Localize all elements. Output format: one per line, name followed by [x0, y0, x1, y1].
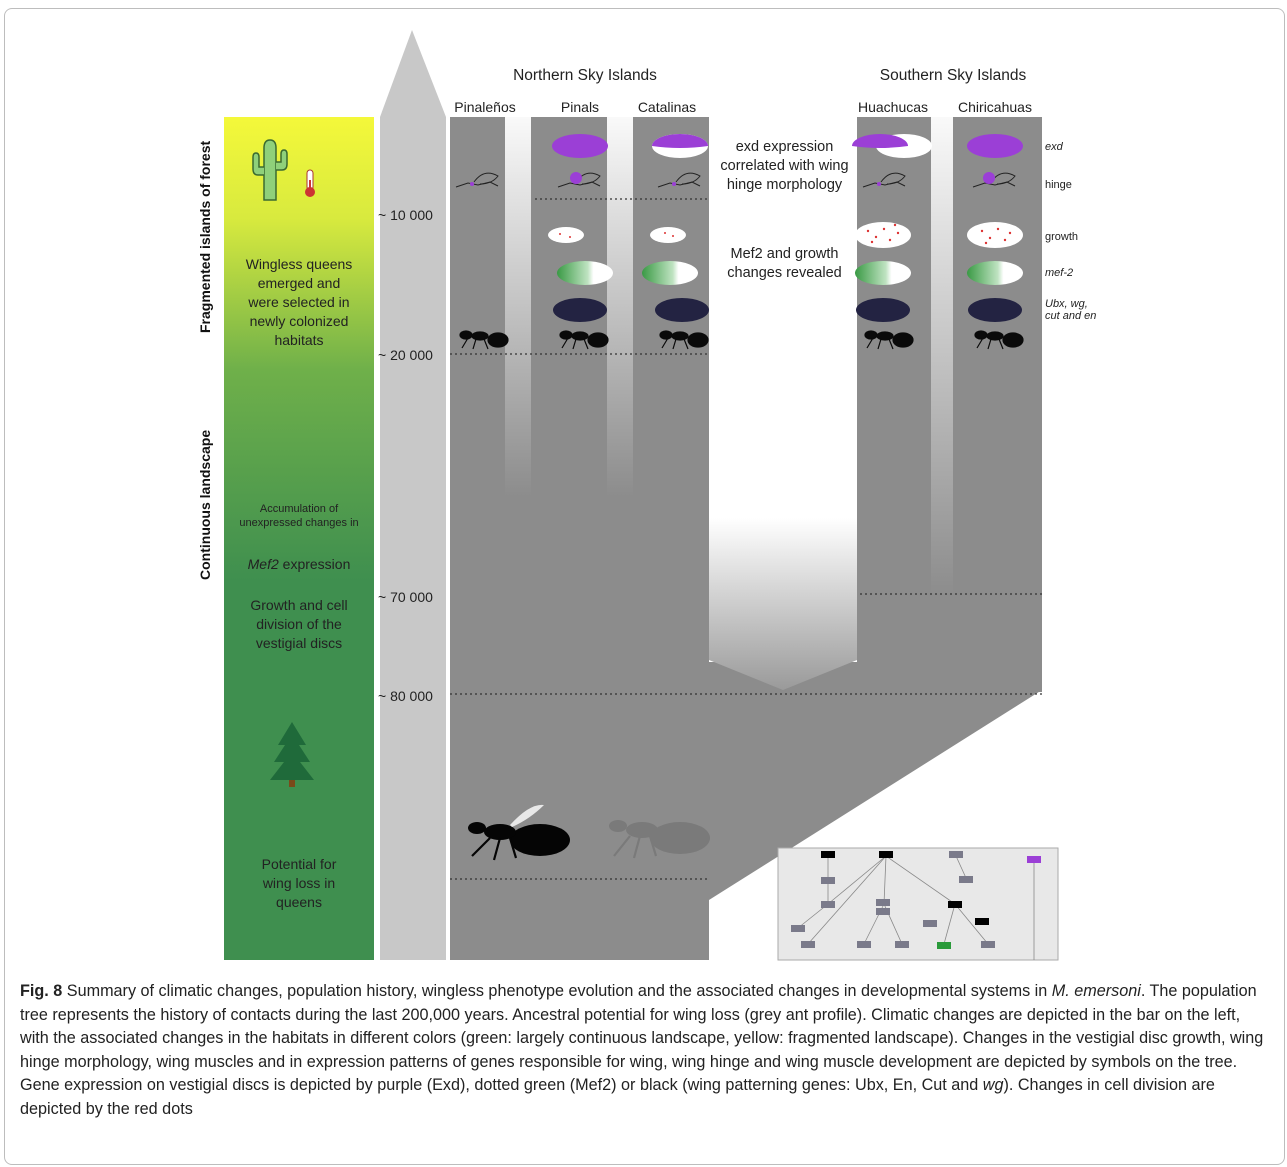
- wingless-line-4: newly colonized: [249, 313, 349, 329]
- mef2-rest: expression: [278, 556, 351, 572]
- potential-line-1: Potential for: [261, 856, 337, 872]
- mef2-discs: [557, 261, 1023, 285]
- winged-ant-icon: [468, 804, 570, 861]
- time-label-80000: ~ 80 000: [378, 688, 433, 704]
- time-label-20000: ~ 20 000: [378, 347, 433, 363]
- caption-text-1: Summary of climatic changes, population …: [62, 982, 1052, 1000]
- wingless-stage-text: Wingless queens emerged and were selecte…: [226, 255, 372, 350]
- population-chiricahuas: Chiricahuas: [958, 99, 1032, 115]
- caption-text-3: ). Changes in cell division are depicted…: [20, 1076, 1215, 1118]
- mef2-expression-text: Mef2 expression: [226, 555, 372, 574]
- population-pinals: Pinals: [560, 99, 600, 115]
- potential-stage-text: Potential for wing loss in queens: [226, 855, 372, 912]
- hinge-ants: [455, 172, 1016, 188]
- branch-gap-3: [931, 117, 953, 597]
- mef2-annotation: Mef2 and growth changes revealed: [712, 245, 857, 283]
- accum-line-2: unexpressed changes in: [239, 517, 359, 529]
- branch-gap-1: [505, 117, 531, 497]
- wingless-line-1: Wingless queens: [245, 256, 353, 272]
- accumulation-text: Accumulation of unexpressed changes in: [224, 502, 374, 530]
- growth-line-2: division of the: [256, 616, 342, 632]
- cactus-icon: [252, 139, 288, 201]
- fragmented-label: Fragmented islands of forest: [197, 140, 213, 333]
- wingless-line-3: were selected in: [248, 294, 350, 310]
- row-label-ubx-line-1: Ubx, wg,: [1045, 298, 1088, 310]
- row-label-ubx-line-2: cut and en: [1045, 310, 1097, 322]
- accum-line-1: Accumulation of: [259, 503, 339, 515]
- split-gap: [709, 117, 857, 690]
- row-label-mef2: mef-2: [1045, 267, 1074, 279]
- row-label-ubx: Ubx, wg, cut and en: [1045, 298, 1096, 322]
- row-label-growth: growth: [1045, 231, 1079, 243]
- exd-discs: [552, 134, 1023, 158]
- caption-species: M. emersoni: [1051, 982, 1141, 1000]
- figure-caption: Fig. 8 Summary of climatic changes, popu…: [20, 980, 1270, 1121]
- exd-annot-line-3: hinge morphology: [726, 177, 843, 193]
- mef2-italic: Mef2: [247, 556, 279, 572]
- continuous-label: Continuous landscape: [197, 429, 213, 580]
- population-pinalenos: Pinaleños: [454, 99, 516, 115]
- potential-line-2: wing loss in: [262, 875, 336, 891]
- exd-annot-line-1: exd expression: [735, 139, 834, 155]
- mef2-annot-line-1: Mef2 and growth: [730, 246, 839, 262]
- growth-line-1: Growth and cell: [250, 597, 348, 613]
- climate-bar: [224, 117, 374, 960]
- growth-line-3: vestigial discs: [255, 635, 343, 651]
- pine-tree-icon: [270, 722, 314, 787]
- wingless-line-5: habitats: [274, 332, 324, 348]
- wingless-ant-grey-icon: [609, 820, 710, 859]
- south-group-label: Southern Sky Islands: [879, 67, 1027, 84]
- time-arrow: [380, 30, 446, 960]
- population-catalinas: Catalinas: [637, 99, 697, 115]
- gene-network-inset: [777, 847, 1059, 961]
- population-huachucas: Huachucas: [857, 99, 929, 115]
- caption-wg: wg: [982, 1076, 1004, 1094]
- time-label-70000: ~ 70 000: [378, 589, 433, 605]
- dotted-lines: [450, 198, 1042, 880]
- caption-fig-number: Fig. 8: [20, 982, 63, 1000]
- time-label-10000: ~ 10 000: [378, 207, 433, 223]
- growth-discs: [548, 222, 1023, 248]
- figure-diagram: [224, 30, 1059, 961]
- exd-annot-line-2: correlated with wing: [720, 158, 849, 174]
- caption-text-2: . The population tree represents the his…: [20, 982, 1264, 1094]
- growth-stage-text: Growth and cell division of the vestigia…: [226, 596, 372, 653]
- branch-gap-2: [607, 117, 633, 497]
- north-group-label: Northern Sky Islands: [513, 67, 657, 84]
- wingless-ants: [459, 330, 1024, 350]
- wingless-line-2: emerged and: [257, 275, 341, 291]
- thermometer-icon: [305, 169, 315, 197]
- exd-annotation: exd expression correlated with wing hing…: [712, 138, 857, 195]
- row-label-hinge: hinge: [1045, 179, 1072, 191]
- potential-line-3: queens: [276, 894, 322, 910]
- mef2-annot-line-2: changes revealed: [727, 265, 842, 281]
- row-label-exd: exd: [1045, 141, 1063, 153]
- ubx-discs: [553, 298, 1022, 322]
